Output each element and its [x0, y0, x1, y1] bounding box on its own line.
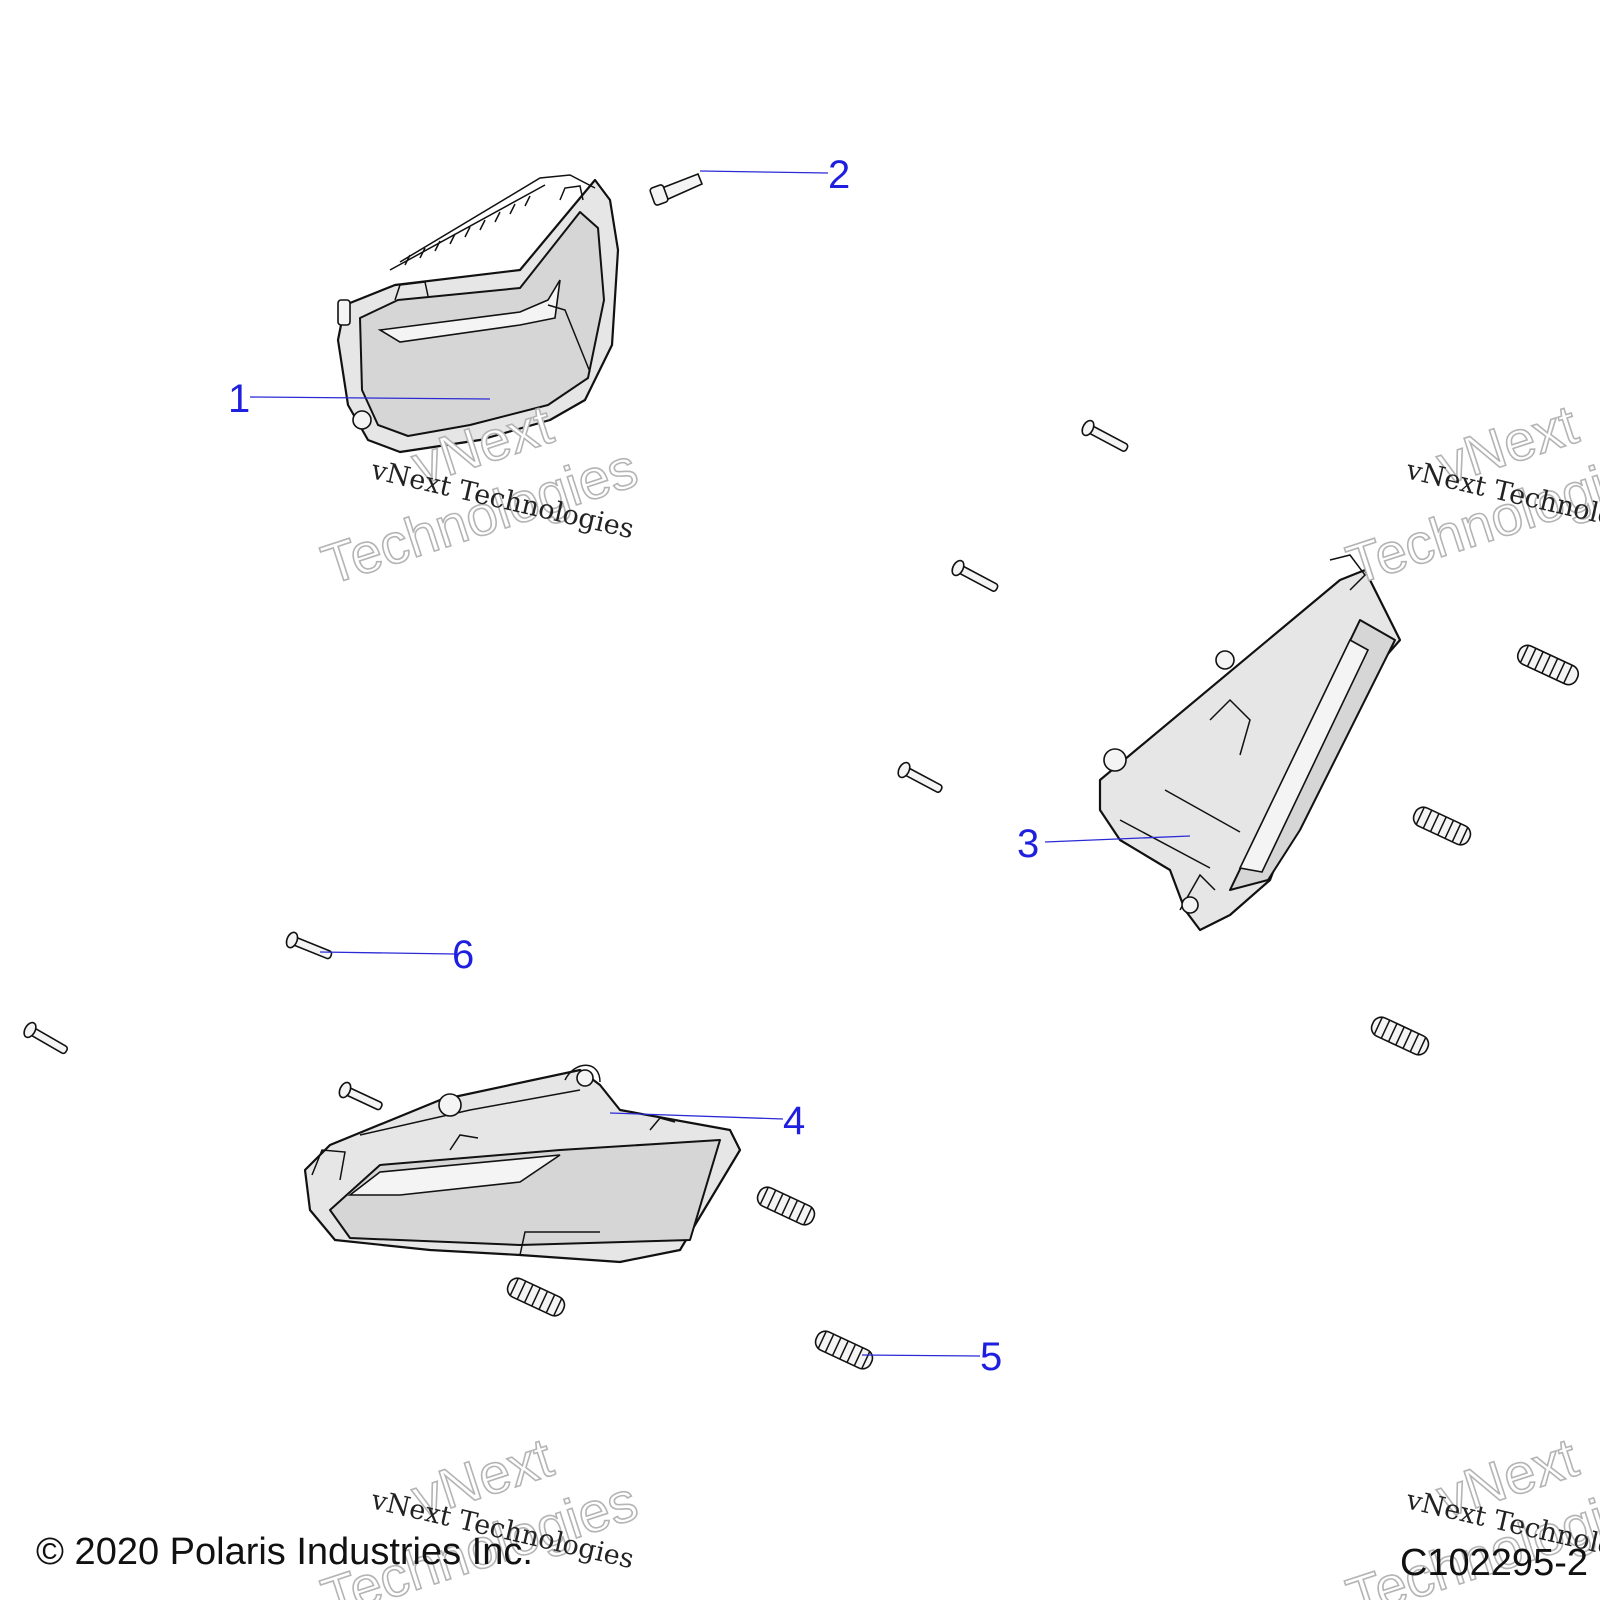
screw: [338, 1081, 383, 1111]
screw-group: [23, 419, 1129, 1111]
callout-1: 1: [228, 377, 250, 421]
part-3-lamp: [1098, 554, 1402, 932]
part-2-stud: [649, 172, 704, 206]
diagram-id: C102295-2: [1400, 1542, 1588, 1584]
leader-6: [319, 951, 456, 955]
part-4-lamp: [303, 1064, 742, 1264]
callout-5: 5: [980, 1335, 1002, 1379]
spring: [1412, 806, 1472, 846]
callout-labels: 1 2 3 4 5 6: [228, 153, 1039, 1379]
callout-4: 4: [783, 1099, 805, 1143]
spring: [1516, 644, 1580, 686]
part-1-headlight: [336, 174, 620, 454]
leader-1: [249, 396, 491, 400]
leader-2: [699, 170, 829, 174]
spring: [756, 1186, 816, 1226]
spring: [1370, 1016, 1430, 1056]
leader-3: [1044, 835, 1191, 843]
leader-5: [861, 1354, 981, 1357]
screw: [285, 931, 333, 960]
leader-4: [609, 1112, 784, 1120]
watermark-right: vNext Technologies vNext Technologies: [1338, 391, 1600, 597]
screw: [897, 761, 943, 793]
callout-3: 3: [1017, 822, 1039, 866]
spring: [506, 1277, 566, 1317]
leader-lines: [249, 170, 1191, 1357]
spring-group: [506, 644, 1580, 1370]
copyright-text: © 2020 Polaris Industries Inc.: [36, 1531, 533, 1573]
spring: [814, 1330, 874, 1370]
screw: [23, 1021, 69, 1055]
callout-6: 6: [452, 933, 474, 977]
watermark-bottom-left: vNext Technologies vNext Technologies: [313, 1424, 645, 1600]
callout-2: 2: [828, 153, 850, 197]
screw: [951, 559, 999, 592]
screw: [1081, 419, 1129, 452]
